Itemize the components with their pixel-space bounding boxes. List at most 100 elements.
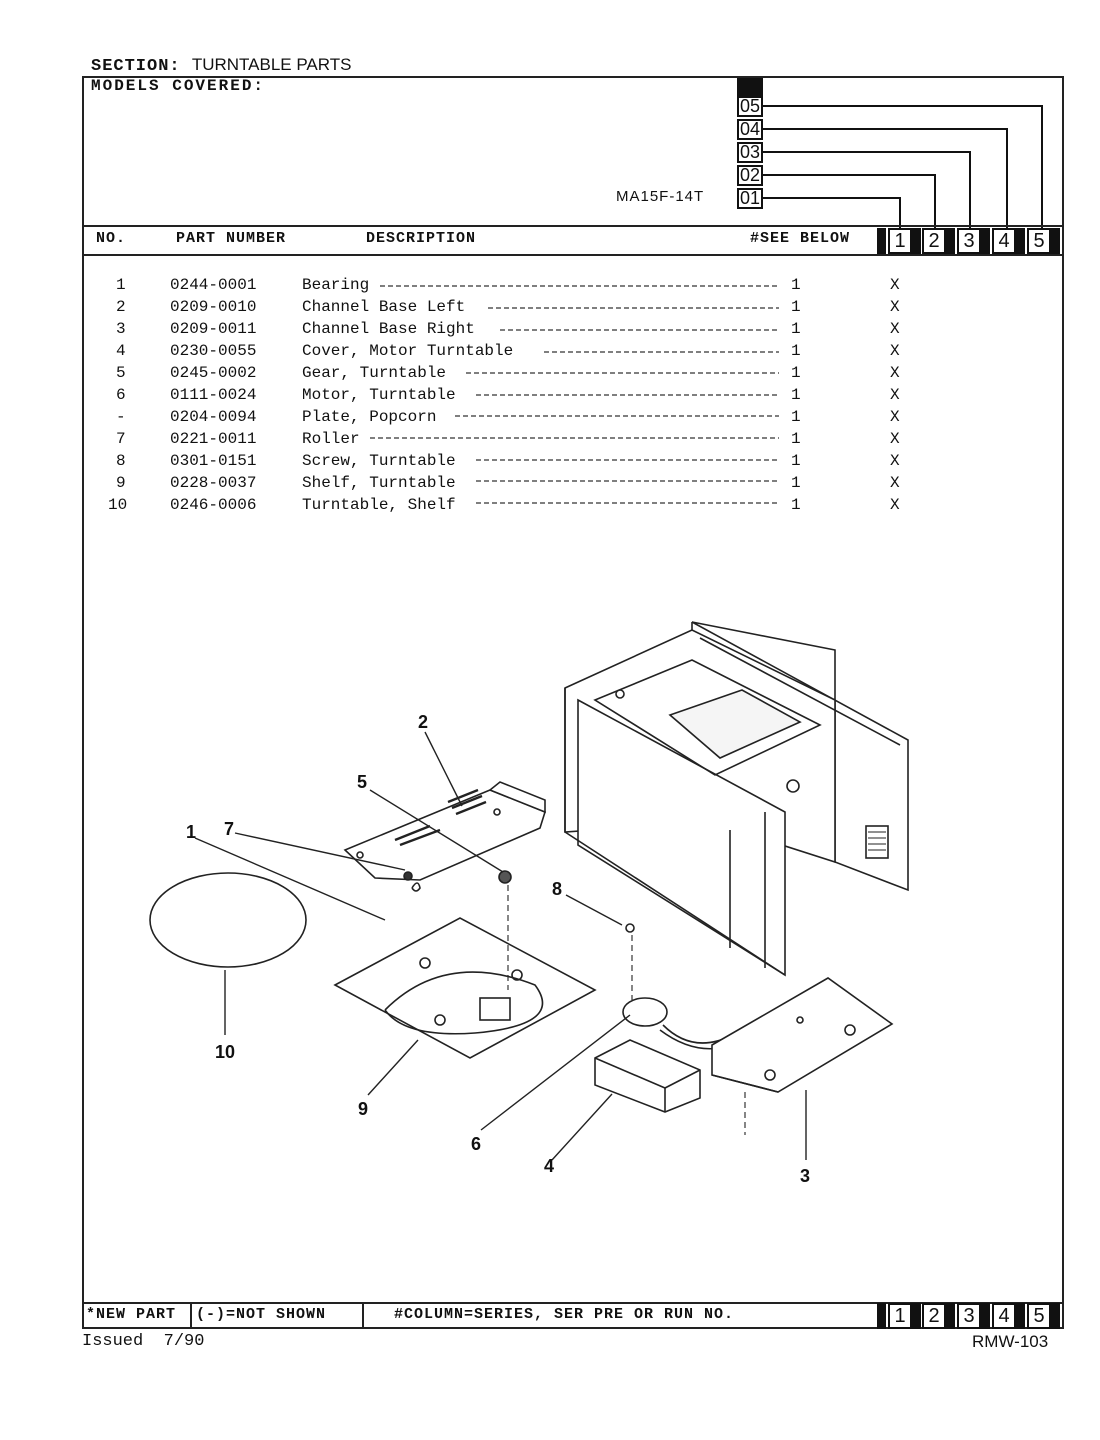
footer-new-part: *NEW PART bbox=[86, 1306, 177, 1323]
callout-1: 1 bbox=[186, 822, 196, 842]
column-box-1: 1 bbox=[888, 228, 912, 254]
exploded-view-diagram: 2 5 7 1 8 10 9 6 4 3 bbox=[149, 621, 909, 1186]
callout-10: 10 bbox=[215, 1042, 235, 1062]
callout-5: 5 bbox=[357, 772, 367, 792]
footer-column-3: 3 bbox=[957, 1303, 981, 1329]
bearing bbox=[411, 882, 421, 892]
row-mark: X bbox=[890, 496, 900, 514]
model-name: MA15F-14T bbox=[616, 188, 705, 205]
turntable-shelf bbox=[149, 872, 307, 968]
row-no: 4 bbox=[116, 342, 126, 360]
series-box-01: 01 bbox=[737, 188, 763, 209]
row-no: 1 bbox=[116, 276, 126, 294]
roller bbox=[403, 871, 413, 881]
row-qty: 1 bbox=[791, 452, 801, 470]
table-row: 10 0246-0006 Turntable, Shelf 1 X bbox=[0, 494, 1100, 516]
row-mark: X bbox=[890, 452, 900, 470]
section-title: SECTION: TURNTABLE PARTS bbox=[91, 55, 351, 76]
section-value: TURNTABLE PARTS bbox=[191, 55, 352, 74]
row-description: Plate, Popcorn bbox=[302, 408, 437, 426]
row-part-number: 0204-0094 bbox=[170, 408, 257, 426]
row-qty: 1 bbox=[791, 430, 801, 448]
table-row: 4 0230-0055 Cover, Motor Turntable 1 X bbox=[0, 340, 1100, 362]
row-no: 8 bbox=[116, 452, 126, 470]
series-box-03: 03 bbox=[737, 142, 763, 163]
table-row: 8 0301-0151 Screw, Turntable 1 X bbox=[0, 450, 1100, 472]
issued-date: Issued 7/90 bbox=[82, 1332, 205, 1351]
header-no: NO. bbox=[96, 230, 127, 247]
column-box-3: 3 bbox=[957, 228, 981, 254]
row-no: 5 bbox=[116, 364, 126, 382]
callout-3: 3 bbox=[800, 1166, 810, 1186]
footer-column-5: 5 bbox=[1027, 1303, 1051, 1329]
row-mark: X bbox=[890, 408, 900, 426]
table-row: 9 0228-0037 Shelf, Turntable 1 X bbox=[0, 472, 1100, 494]
header-bottom-rule bbox=[82, 254, 1064, 256]
channel-base-right bbox=[711, 977, 894, 1093]
row-no: 3 bbox=[116, 320, 126, 338]
row-mark: X bbox=[890, 430, 900, 448]
row-mark: X bbox=[890, 364, 900, 382]
models-covered-label: MODELS COVERED: bbox=[91, 77, 266, 95]
footer-sep bbox=[190, 1302, 192, 1329]
callout-4: 4 bbox=[544, 1156, 554, 1176]
header-top-rule bbox=[82, 225, 1064, 227]
section-label: SECTION: bbox=[91, 57, 181, 76]
page-frame bbox=[82, 76, 1064, 1329]
row-description: Roller bbox=[302, 430, 360, 448]
row-part-number: 0246-0006 bbox=[170, 496, 257, 514]
row-description: Bearing bbox=[302, 276, 370, 294]
col-bar bbox=[981, 1303, 990, 1329]
col-bar bbox=[1016, 228, 1025, 254]
row-no: 7 bbox=[116, 430, 126, 448]
row-part-number: 0209-0011 bbox=[170, 320, 257, 338]
row-qty: 1 bbox=[791, 276, 801, 294]
row-qty: 1 bbox=[791, 342, 801, 360]
shelf-turntable bbox=[333, 917, 597, 1059]
row-no: 10 bbox=[108, 496, 128, 514]
row-part-number: 0111-0024 bbox=[170, 386, 257, 404]
screw-turntable bbox=[625, 923, 635, 933]
callout-6: 6 bbox=[471, 1134, 481, 1154]
oven-cavity bbox=[564, 621, 909, 977]
table-row: 6 0111-0024 Motor, Turntable 1 X bbox=[0, 384, 1100, 406]
series-bracket-lines bbox=[763, 105, 1043, 228]
header-description: DESCRIPTION bbox=[366, 230, 477, 247]
row-description: Channel Base Right bbox=[302, 320, 475, 338]
row-part-number: 0230-0055 bbox=[170, 342, 257, 360]
column-box-4: 4 bbox=[992, 228, 1016, 254]
footer-column-note: #COLUMN=SERIES, SER PRE OR RUN NO. bbox=[394, 1306, 735, 1323]
table-row: 7 0221-0011 Roller 1 X bbox=[0, 428, 1100, 450]
row-qty: 1 bbox=[791, 320, 801, 338]
row-mark: X bbox=[890, 474, 900, 492]
footer-rule bbox=[82, 1302, 1064, 1304]
row-part-number: 0209-0010 bbox=[170, 298, 257, 316]
row-description: Turntable, Shelf bbox=[302, 496, 456, 514]
row-mark: X bbox=[890, 342, 900, 360]
row-no: - bbox=[116, 408, 126, 426]
row-part-number: 0228-0037 bbox=[170, 474, 257, 492]
table-row: 1 0244-0001 Bearing 1 X bbox=[0, 274, 1100, 296]
row-description: Cover, Motor Turntable bbox=[302, 342, 514, 360]
row-description: Motor, Turntable bbox=[302, 386, 456, 404]
row-description: Channel Base Left bbox=[302, 298, 466, 316]
callout-9: 9 bbox=[358, 1099, 368, 1119]
callout-2: 2 bbox=[418, 712, 428, 732]
row-qty: 1 bbox=[791, 386, 801, 404]
row-part-number: 0245-0002 bbox=[170, 364, 257, 382]
col-bar bbox=[1016, 1303, 1025, 1329]
row-qty: 1 bbox=[791, 496, 801, 514]
series-box-04: 04 bbox=[737, 119, 763, 140]
table-row: 5 0245-0002 Gear, Turntable 1 X bbox=[0, 362, 1100, 384]
col-bar bbox=[877, 1303, 886, 1329]
callout-8: 8 bbox=[552, 879, 562, 899]
row-qty: 1 bbox=[791, 408, 801, 426]
footer-column-1: 1 bbox=[888, 1303, 912, 1329]
row-mark: X bbox=[890, 276, 900, 294]
row-no: 2 bbox=[116, 298, 126, 316]
row-no: 9 bbox=[116, 474, 126, 492]
row-qty: 1 bbox=[791, 298, 801, 316]
row-qty: 1 bbox=[791, 364, 801, 382]
col-bar bbox=[981, 228, 990, 254]
header-see-below: #SEE BELOW bbox=[750, 230, 851, 247]
